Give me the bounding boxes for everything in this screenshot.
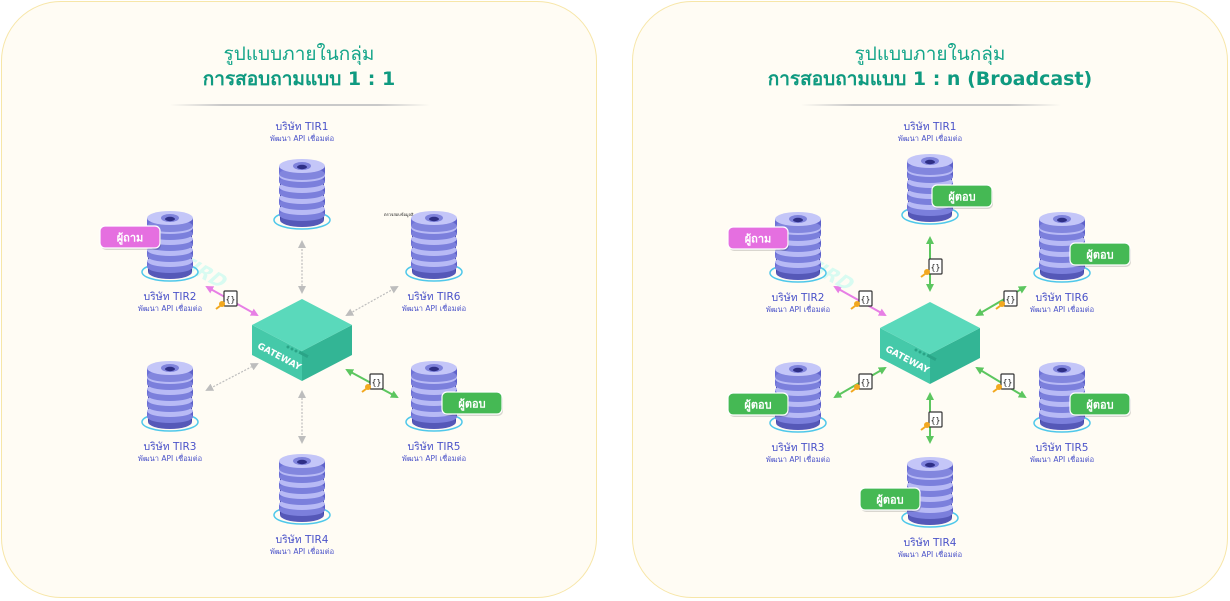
title-divider bbox=[170, 104, 430, 106]
panel-one-to-n: รูปแบบภายในกลุ่ม การสอบถามแบบ 1 : n (Bro… bbox=[632, 1, 1228, 598]
node-name: บริษัท TIR6 bbox=[408, 291, 461, 303]
key-icon bbox=[920, 422, 930, 431]
svg-text:{}: {} bbox=[226, 295, 236, 304]
node-subtitle: พัฒนา API เชื่อมต่อ bbox=[1030, 304, 1094, 314]
title-divider bbox=[801, 104, 1061, 106]
role-label: ผู้ถาม bbox=[745, 233, 772, 247]
role-label: ผู้ตอบ bbox=[744, 399, 771, 413]
key-icon bbox=[215, 301, 225, 310]
node-subtitle: พัฒนา API เชื่อมต่อ bbox=[402, 303, 466, 313]
node-name: บริษัท TIR5 bbox=[1036, 442, 1089, 454]
key-icon bbox=[995, 301, 1005, 310]
node-name: บริษัท TIR5 bbox=[408, 441, 461, 453]
node-name: บริษัท TIR6 bbox=[1036, 292, 1089, 304]
json-file-icon: {} bbox=[1003, 290, 1018, 307]
node-subtitle: พัฒนา API เชื่อมต่อ bbox=[402, 453, 466, 463]
connection-tir6 bbox=[345, 286, 399, 316]
role-label: ผู้ตอบ bbox=[948, 191, 975, 205]
key-icon bbox=[361, 384, 371, 393]
responder-tag: ผู้ตอบ bbox=[1069, 392, 1131, 417]
json-file-icon: {} bbox=[928, 411, 943, 428]
json-file-icon: {} bbox=[1000, 373, 1015, 390]
node-name: บริษัท TIR2 bbox=[144, 291, 197, 303]
key-icon bbox=[920, 269, 930, 278]
role-label: ผู้ตอบ bbox=[1086, 399, 1113, 413]
database-stack-icon bbox=[273, 454, 331, 525]
node-subtitle: พัฒนา API เชื่อมต่อ bbox=[766, 304, 830, 314]
key-icon bbox=[850, 301, 860, 310]
node-subtitle: พัฒนา API เชื่อมต่อ bbox=[1030, 454, 1094, 464]
responder-tag: ผู้ตอบ bbox=[1069, 242, 1131, 267]
database-stack-icon bbox=[901, 154, 959, 225]
json-file-icon: {} bbox=[223, 290, 238, 307]
role-label: ผู้ตอบ bbox=[876, 494, 903, 508]
node-name: บริษัท TIR2 bbox=[772, 292, 825, 304]
svg-text:{}: {} bbox=[1006, 295, 1016, 304]
node-name: บริษัท TIR1 bbox=[904, 121, 957, 133]
asker-tag: ผู้ถาม bbox=[727, 226, 789, 251]
node-subtitle: พัฒนา API เชื่อมต่อ bbox=[270, 133, 334, 143]
node-name: บริษัท TIR3 bbox=[772, 442, 825, 454]
title-line2: การสอบถามแบบ 1 : n (Broadcast) bbox=[767, 68, 1093, 90]
svg-text:{}: {} bbox=[861, 295, 871, 304]
role-label: ผู้ตอบ bbox=[1086, 249, 1113, 263]
node-name: บริษัท TIR4 bbox=[276, 534, 329, 546]
json-file-icon: {} bbox=[858, 290, 873, 307]
node-subtitle: พัฒนา API เชื่อมต่อ bbox=[138, 303, 202, 313]
connection-tir3 bbox=[205, 363, 259, 391]
key-icon bbox=[850, 384, 860, 393]
responder-tag: ผู้ตอบ bbox=[859, 487, 921, 512]
title-line1: รูปแบบภายในกลุ่ม bbox=[854, 43, 1006, 65]
database-stack-icon bbox=[405, 211, 463, 282]
title-line1: รูปแบบภายในกลุ่ม bbox=[223, 43, 375, 65]
node-subtitle: พัฒนา API เชื่อมต่อ bbox=[766, 454, 830, 464]
asker-tag: ผู้ถาม bbox=[99, 225, 161, 250]
database-stack-icon bbox=[273, 159, 331, 230]
node-name: บริษัท TIR3 bbox=[144, 441, 197, 453]
node-subtitle: พัฒนา API เชื่อมต่อ bbox=[898, 549, 962, 559]
connection-tir6 bbox=[975, 285, 1027, 317]
responder-tag: ผู้ตอบ bbox=[727, 392, 789, 417]
svg-text:{}: {} bbox=[931, 416, 941, 425]
svg-text:{}: {} bbox=[372, 378, 382, 387]
database-stack-icon bbox=[141, 361, 199, 432]
json-file-icon: {} bbox=[928, 258, 943, 275]
role-label: ผู้ตอบ bbox=[458, 398, 485, 412]
node-subtitle: พัฒนา API เชื่อมต่อ bbox=[138, 453, 202, 463]
json-file-icon: {} bbox=[369, 373, 384, 390]
title-line2: การสอบถามแบบ 1 : 1 bbox=[202, 68, 396, 90]
node-subtitle: พัฒนา API เชื่อมต่อ bbox=[270, 546, 334, 556]
panel-one-to-one: รูปแบบภายในกลุ่ม การสอบถามแบบ 1 : 1 TIRD… bbox=[1, 1, 597, 598]
json-file-icon: {} bbox=[858, 373, 873, 390]
database-stack-icon bbox=[405, 361, 463, 432]
node-name: บริษัท TIR1 bbox=[276, 121, 329, 133]
svg-text:{}: {} bbox=[1003, 378, 1013, 387]
node-name: บริษัท TIR4 bbox=[904, 537, 957, 549]
node-subtitle: พัฒนา API เชื่อมต่อ bbox=[898, 133, 962, 143]
responder-tag: ผู้ตอบ bbox=[931, 184, 993, 209]
svg-text:{}: {} bbox=[861, 378, 871, 387]
key-icon bbox=[992, 384, 1002, 393]
svg-text:{}: {} bbox=[931, 263, 941, 272]
role-label: ผู้ถาม bbox=[117, 232, 144, 246]
stray-note: ตรวจสอบข้อมูลสิ bbox=[384, 212, 414, 218]
responder-tag: ผู้ตอบ bbox=[441, 391, 503, 416]
